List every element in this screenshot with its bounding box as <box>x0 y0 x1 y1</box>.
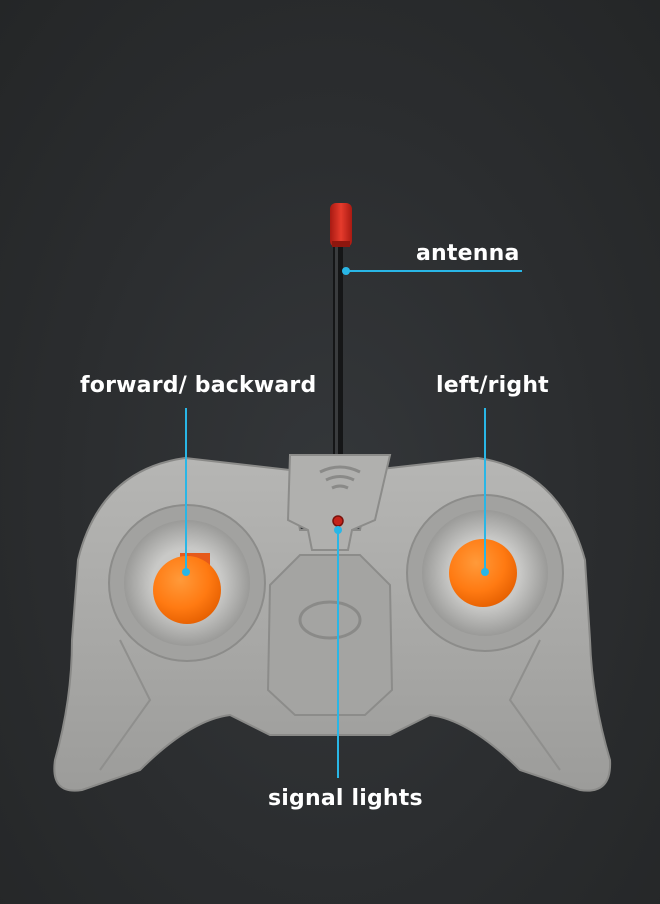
antenna <box>330 203 352 458</box>
forward-backward-label: forward/ backward <box>80 373 317 398</box>
signal-lights-label: signal lights <box>268 786 423 811</box>
antenna-label: antenna <box>416 241 520 266</box>
callout-lines <box>182 267 522 778</box>
antenna-tip <box>330 203 352 247</box>
signal-led <box>332 515 344 527</box>
left-right-label: left/right <box>436 373 549 398</box>
left-joystick <box>108 504 266 662</box>
left-joystick-knob <box>153 556 221 624</box>
